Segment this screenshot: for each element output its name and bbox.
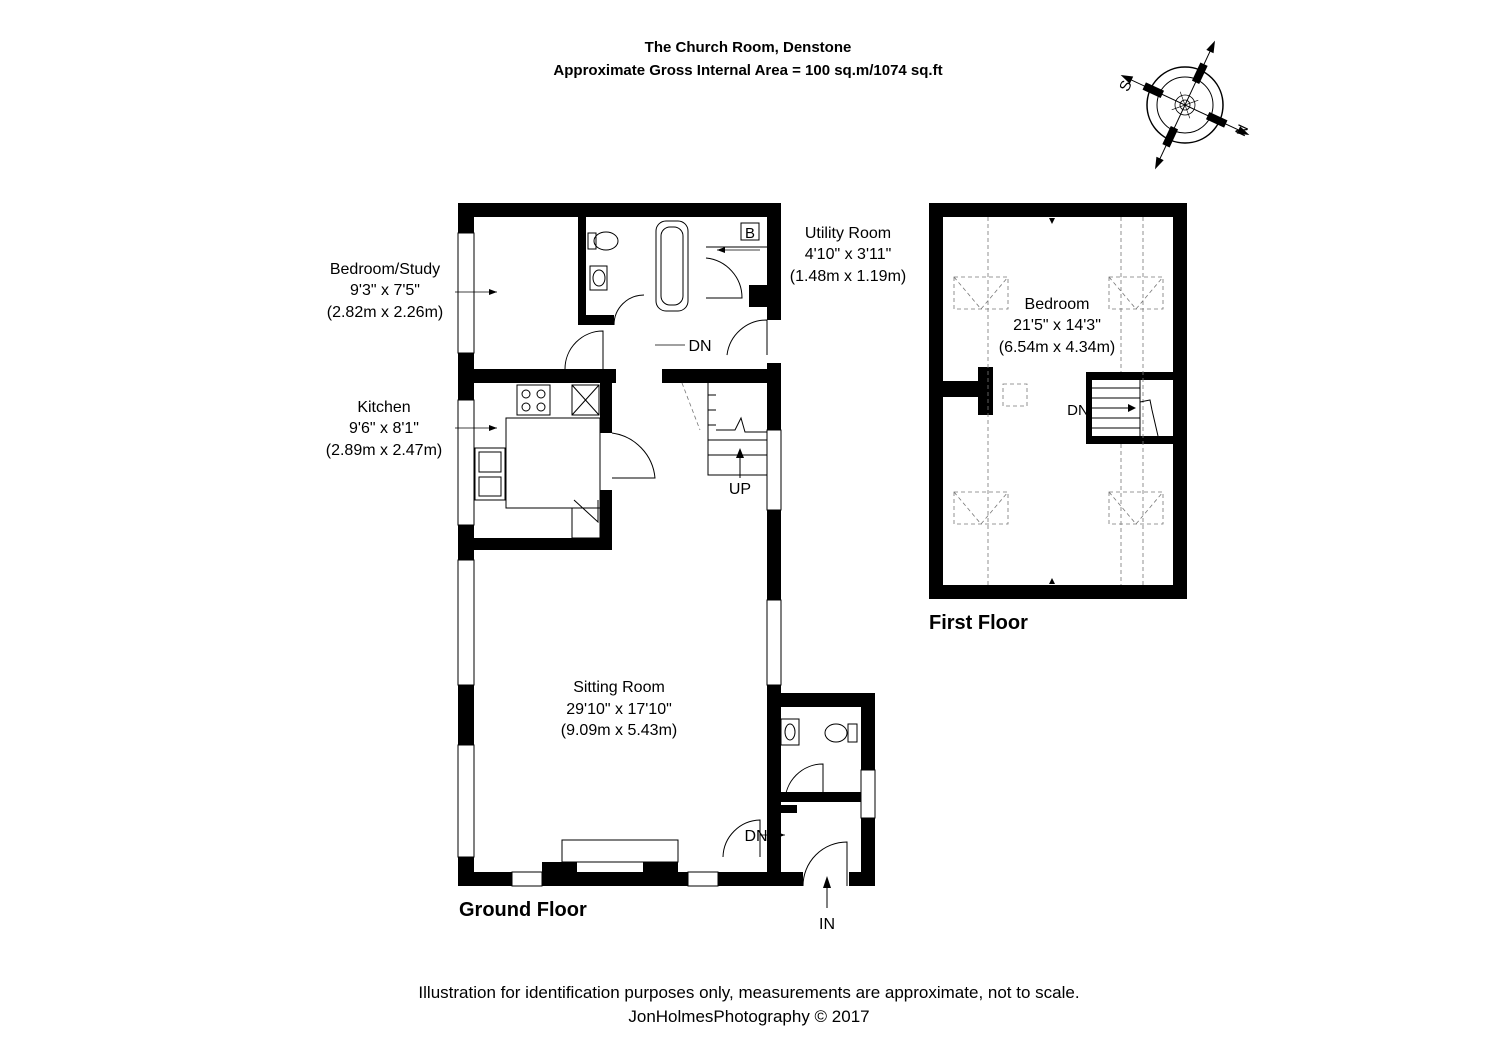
disclaimer-text: Illustration for identification purposes…: [418, 983, 1079, 1002]
sitting-room-metric: (9.09m x 5.43m): [561, 722, 677, 739]
first-floor-bedroom-imperial: 21'5" x 14'3": [1013, 317, 1101, 334]
kitchen-name: Kitchen: [357, 399, 410, 416]
bedroom-study-metric: (2.82m x 2.26m): [327, 304, 443, 321]
first-floor-label: First Floor: [929, 612, 1028, 634]
entrance-label: IN: [819, 916, 835, 933]
plan-area: Approximate Gross Internal Area = 100 sq…: [553, 62, 942, 79]
bedroom-study-imperial: 9'3" x 7'5": [350, 282, 420, 299]
compass-north-label: N: [1231, 121, 1251, 138]
sitting-room-imperial: 29'10" x 17'10": [566, 701, 672, 718]
plan-title: The Church Room, Denstone: [645, 39, 852, 56]
first-floor-bedroom-metric: (6.54m x 4.34m): [999, 339, 1115, 356]
boiler-marker: B: [745, 225, 755, 242]
bedroom-study-name: Bedroom/Study: [330, 261, 440, 278]
staircase-icon: [681, 382, 767, 478]
utility-room-metric: (1.48m x 1.19m): [790, 268, 906, 285]
stairs-up-label: UP: [729, 481, 751, 498]
stairs-down-label: DN: [688, 338, 711, 355]
entry-steps-down-label: DN: [744, 828, 767, 845]
kitchen-imperial: 9'6" x 8'1": [349, 420, 419, 437]
utility-room-name: Utility Room: [805, 225, 891, 242]
utility-room-imperial: 4'10" x 3'11": [805, 246, 892, 263]
sitting-room-name: Sitting Room: [573, 679, 665, 696]
first-floor-stairs-down-label: DN: [1067, 402, 1089, 419]
compass-icon: [1120, 40, 1250, 170]
first-floor-plan: [929, 203, 1187, 599]
ground-floor-plan: B: [455, 203, 876, 908]
first-floor-bedroom-name: Bedroom: [1025, 296, 1090, 313]
credit-text: JonHolmesPhotography © 2017: [628, 1007, 869, 1026]
ground-floor-label: Ground Floor: [459, 899, 587, 921]
kitchen-metric: (2.89m x 2.47m): [326, 442, 442, 459]
